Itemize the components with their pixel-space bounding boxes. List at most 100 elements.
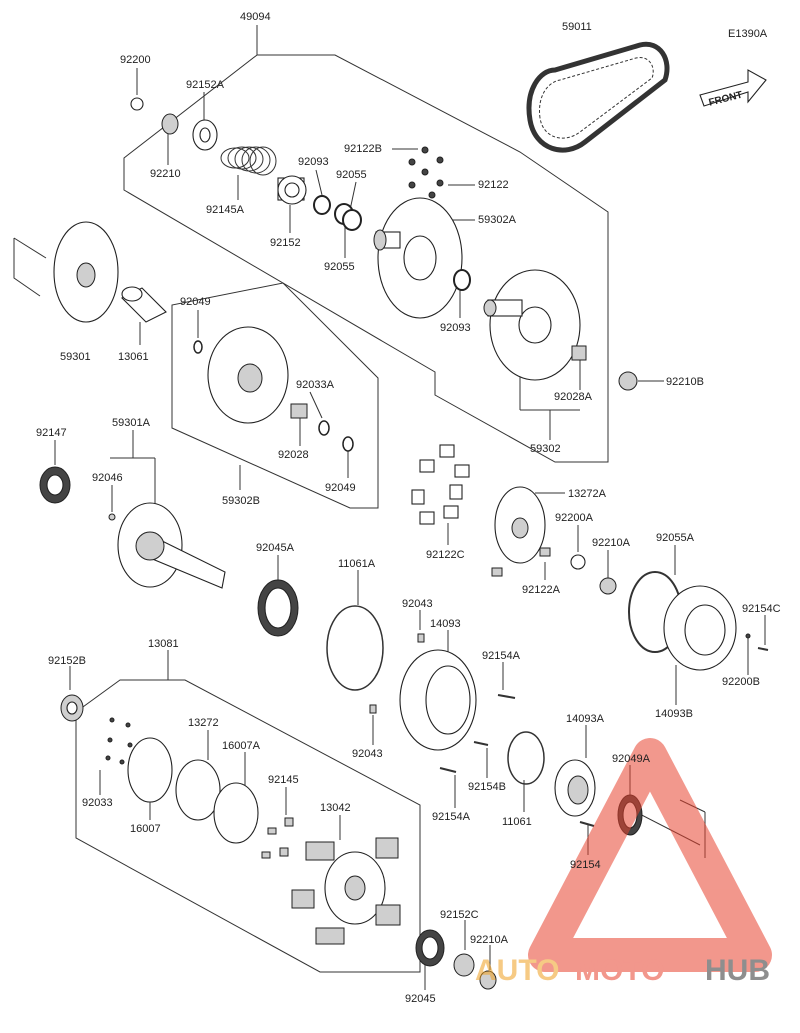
bolts-92154A xyxy=(439,694,516,773)
label-92122A: 92122A xyxy=(522,584,561,596)
springs-92145 xyxy=(261,817,294,859)
label-92200A: 92200A xyxy=(555,512,594,524)
o-ring-92055b xyxy=(342,209,362,231)
label-92145: 92145 xyxy=(268,774,299,786)
label-92152: 92152 xyxy=(270,237,301,249)
washer-92200B xyxy=(745,633,751,639)
label-92049-a: 92049 xyxy=(180,296,211,308)
label-92210: 92210 xyxy=(150,168,181,180)
dowel-92043a xyxy=(417,633,425,643)
label-92152C: 92152C xyxy=(440,909,479,921)
label-13272: 13272 xyxy=(188,717,219,729)
bolt-92154C xyxy=(757,647,769,651)
o-ring-92093a xyxy=(313,195,331,215)
nut-92210A-lower xyxy=(479,970,497,990)
label-92152B: 92152B xyxy=(48,655,86,667)
label-92154A-a: 92154A xyxy=(482,650,521,662)
plate-16007 xyxy=(127,737,173,803)
automotohub-logo: AUTO MOTO HUB xyxy=(475,738,772,987)
spider-59302B xyxy=(207,326,289,424)
label-11061A: 11061A xyxy=(338,558,376,570)
label-11061: 11061 xyxy=(502,816,532,828)
nut-92210 xyxy=(161,113,179,135)
label-13081: 13081 xyxy=(148,638,179,650)
collar-92028 xyxy=(290,403,308,419)
bearing-92045 xyxy=(415,929,445,967)
logo-text-moto: MOTO xyxy=(575,954,664,987)
housing-14093 xyxy=(399,649,477,751)
rollers-92122C xyxy=(411,444,470,525)
label-13272A: 13272A xyxy=(568,488,607,500)
o-ring-92093b xyxy=(453,269,471,291)
washer-92200 xyxy=(130,97,144,111)
sleeve-13061 xyxy=(121,286,167,323)
spring-92145A xyxy=(220,146,277,176)
label-59301: 59301 xyxy=(60,351,91,363)
label-14093B: 14093B xyxy=(655,708,693,720)
label-92055A: 92055A xyxy=(656,532,695,544)
label-59302A: 59302A xyxy=(478,214,517,226)
label-92147: 92147 xyxy=(36,427,67,439)
collar-92152B xyxy=(60,694,84,722)
plate-16007A xyxy=(213,782,259,844)
label-92033: 92033 xyxy=(82,797,113,809)
logo-text-hub: HUB xyxy=(705,954,770,987)
label-92145A: 92145A xyxy=(206,204,245,216)
rollers-92122 xyxy=(408,146,444,199)
label-92154A-b: 92154A xyxy=(432,811,471,823)
label-92043-a: 92043 xyxy=(402,598,433,610)
label-92210B: 92210B xyxy=(666,376,704,388)
label-92093-b: 92093 xyxy=(440,322,471,334)
logo-triangle-shape xyxy=(528,738,772,972)
gasket-11061A xyxy=(326,605,384,691)
collar-92152C xyxy=(453,953,475,977)
label-14093: 14093 xyxy=(430,618,461,630)
label-92043-b: 92043 xyxy=(352,748,383,760)
label-49094: 49094 xyxy=(240,11,271,23)
label-13042: 13042 xyxy=(320,802,351,814)
label-92154C: 92154C xyxy=(742,603,781,615)
label-92045A: 92045A xyxy=(256,542,295,554)
label-92045: 92045 xyxy=(405,993,436,1005)
label-59011: 59011 xyxy=(562,21,592,33)
shaft-59301A xyxy=(117,502,226,589)
label-92055-a: 92055 xyxy=(336,169,367,181)
label-92055-b: 92055 xyxy=(324,261,355,273)
dowel-92043b xyxy=(369,704,377,714)
label-13061: 13061 xyxy=(118,351,149,363)
label-92046: 92046 xyxy=(92,472,123,484)
weights-13272A xyxy=(494,486,546,564)
label-16007A: 16007A xyxy=(222,740,261,752)
label-14093A: 14093A xyxy=(566,713,605,725)
label-92154B: 92154B xyxy=(468,781,506,793)
clutch-13042 xyxy=(291,837,401,945)
nut-92210B xyxy=(618,371,638,391)
label-92049-b: 92049 xyxy=(325,482,356,494)
sheave-59302 xyxy=(483,269,581,381)
label-92210A: 92210A xyxy=(592,537,631,549)
label-92210A-b: 92210A xyxy=(470,934,509,946)
label-59301A: 59301A xyxy=(112,417,151,429)
sleeve-92152 xyxy=(277,175,307,205)
washer-92200A xyxy=(570,554,586,570)
bearing-92045A xyxy=(257,579,299,637)
pulley-59301 xyxy=(13,221,119,323)
o-ring-92049a xyxy=(193,340,203,354)
label-59302B: 59302B xyxy=(222,495,260,507)
cover-14093A xyxy=(554,759,596,817)
label-92152A: 92152A xyxy=(186,79,225,91)
assembly-outline-13081 xyxy=(75,679,421,973)
label-92028: 92028 xyxy=(278,449,309,461)
assembly-outline-49094 xyxy=(123,52,609,463)
o-ring-92033A xyxy=(318,420,330,436)
plate-13272 xyxy=(175,759,221,821)
bolt-92154B xyxy=(473,741,489,746)
label-92122C: 92122C xyxy=(426,549,465,561)
label-92028A: 92028A xyxy=(554,391,593,403)
rollers-92122A xyxy=(491,547,551,577)
label-92049A: 92049A xyxy=(612,753,651,765)
label-92122: 92122 xyxy=(478,179,509,191)
sheave-59302A xyxy=(373,197,463,319)
gasket-11061 xyxy=(507,731,545,785)
